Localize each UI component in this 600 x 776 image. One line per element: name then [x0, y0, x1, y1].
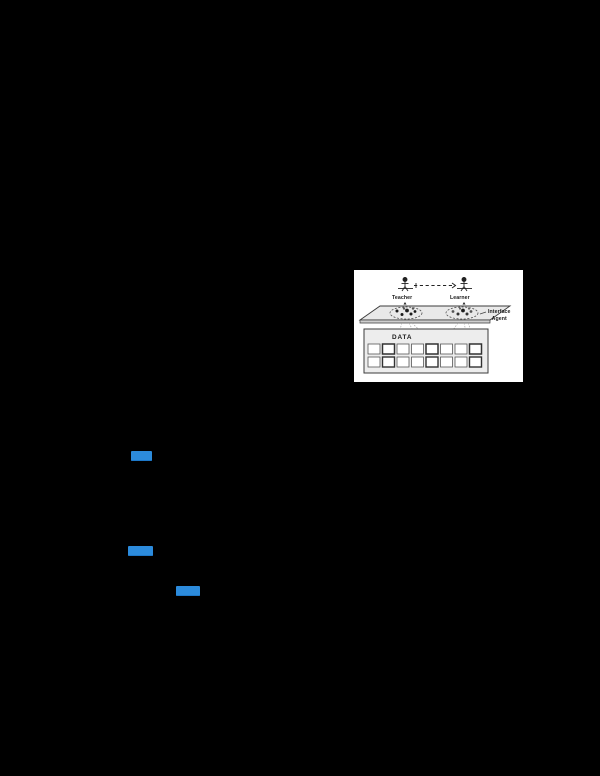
- teacher-figure-icon: [401, 277, 409, 292]
- learner-figure-icon: [460, 277, 468, 292]
- learner-pointer-icon: [462, 302, 466, 305]
- communication-arrow: [414, 282, 457, 289]
- citation-link-1[interactable]: [131, 451, 152, 461]
- figure-panel: Teacher Learner DATA Interface Agent: [354, 270, 523, 382]
- figure-label-teacher: Teacher: [392, 295, 413, 301]
- figure-label-data: DATA: [392, 334, 413, 341]
- figure-label-agent-line2: Agent: [491, 316, 507, 322]
- figure-svg: [358, 277, 512, 374]
- learner-cluster: [445, 306, 479, 320]
- agent-pointer-icon: [479, 311, 487, 315]
- figure-diagram: Teacher Learner DATA Interface Agent: [354, 270, 523, 382]
- concept-space-plane: [358, 305, 512, 324]
- teacher-cluster: [389, 306, 423, 320]
- figure-label-learner: Learner: [450, 295, 470, 301]
- data-row-bottom: [367, 356, 483, 368]
- citation-link-2[interactable]: [128, 546, 153, 556]
- teacher-pointer-icon: [403, 302, 407, 305]
- figure-label-interface-agent: Interface Agent: [488, 309, 511, 323]
- data-panel: [363, 328, 489, 374]
- citation-link-3[interactable]: [176, 586, 200, 596]
- data-row-top: [367, 343, 483, 355]
- figure-label-agent-line1: Interface: [488, 309, 511, 315]
